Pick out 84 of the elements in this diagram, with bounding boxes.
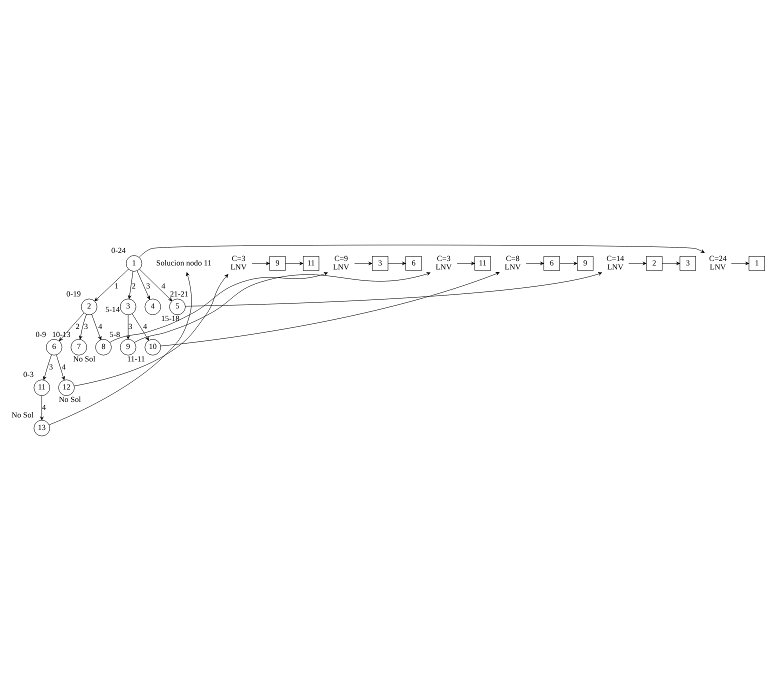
node-text: C=8 LNV bbox=[504, 253, 521, 272]
node-box: 9 bbox=[577, 256, 594, 270]
node-label: No Sol bbox=[73, 354, 96, 363]
arrow bbox=[78, 314, 87, 340]
node-label: 15-18 bbox=[161, 314, 180, 323]
node-circle: 5 bbox=[169, 298, 186, 314]
arrow bbox=[58, 312, 84, 341]
arrow bbox=[48, 272, 192, 425]
arrow bbox=[136, 270, 150, 300]
edge-label: 4 bbox=[62, 362, 66, 371]
node-circle: 2 bbox=[81, 298, 98, 314]
node-text: C=9 LNV bbox=[333, 253, 350, 272]
node-text: Solucion nodo 11 bbox=[156, 258, 212, 267]
arrow bbox=[110, 272, 328, 342]
arrow bbox=[94, 268, 129, 301]
arrow bbox=[91, 314, 102, 340]
arrow bbox=[138, 244, 705, 258]
node-label: 11-11 bbox=[127, 354, 145, 363]
arrow bbox=[132, 312, 149, 340]
edge-label: 3 bbox=[48, 362, 53, 371]
arrow bbox=[42, 354, 52, 380]
node-label: 5-8 bbox=[110, 329, 120, 338]
edge-label: 4 bbox=[143, 321, 148, 330]
node-box: 2 bbox=[646, 256, 662, 270]
arrow bbox=[662, 261, 680, 265]
edge-label: 2 bbox=[132, 280, 136, 290]
node-box: 1 bbox=[748, 256, 765, 270]
node-label: 0-24 bbox=[111, 245, 126, 254]
node-text: C=24 LNV bbox=[709, 253, 727, 272]
node-circle: 1 bbox=[126, 254, 142, 272]
arrow bbox=[139, 268, 172, 301]
node-label: 0-3 bbox=[23, 370, 34, 379]
arrow bbox=[628, 261, 647, 265]
node-circle: 10 bbox=[144, 338, 161, 355]
node-box: 6 bbox=[406, 256, 422, 270]
edge-label: 1 bbox=[114, 280, 118, 290]
arrow bbox=[160, 272, 500, 346]
node-circle: 7 bbox=[70, 338, 87, 355]
node-circle: 9 bbox=[120, 338, 136, 355]
node-label: 21-21 bbox=[170, 288, 188, 298]
edge-label: 4 bbox=[161, 280, 166, 290]
node-text: C=14 LNV bbox=[606, 253, 624, 272]
node-circle: 13 bbox=[34, 420, 50, 436]
edge-label: 3 bbox=[128, 321, 132, 330]
edge-label: 3 bbox=[84, 321, 88, 330]
node-label: 0-19 bbox=[66, 288, 81, 298]
node-text: C=3 LNV bbox=[436, 253, 452, 272]
node-label: 5-14 bbox=[105, 304, 120, 314]
node-text: C=3 LNV bbox=[230, 253, 247, 272]
arrow bbox=[731, 261, 750, 265]
arrow bbox=[354, 261, 372, 265]
arrow bbox=[456, 261, 475, 265]
arrow bbox=[388, 261, 406, 265]
node-label: 0-9 bbox=[36, 329, 46, 338]
node-label: No Sol bbox=[12, 410, 34, 420]
node-label: No Sol bbox=[58, 394, 81, 404]
node-box: 3 bbox=[680, 256, 696, 270]
arrow bbox=[526, 261, 544, 265]
edge-label: 4 bbox=[98, 321, 102, 330]
node-label: 10-13 bbox=[52, 329, 70, 338]
arrow bbox=[126, 314, 130, 339]
node-box: 6 bbox=[544, 256, 560, 270]
arrow bbox=[128, 270, 134, 299]
arrow bbox=[559, 261, 578, 265]
arrow bbox=[56, 354, 65, 380]
arrow bbox=[74, 274, 228, 386]
edge-label: 4 bbox=[42, 402, 46, 412]
node-circle: 12 bbox=[58, 379, 75, 396]
node-circle: 11 bbox=[34, 379, 50, 396]
arrow bbox=[40, 394, 44, 420]
edge-label: 2 bbox=[76, 321, 80, 330]
node-box: 11 bbox=[474, 256, 491, 270]
node-box: 9 bbox=[269, 256, 286, 270]
node-circle: 3 bbox=[120, 298, 136, 314]
arrow bbox=[134, 272, 430, 342]
edge-label: 3 bbox=[146, 280, 150, 290]
node-circle: 6 bbox=[46, 338, 62, 355]
node-box: 3 bbox=[372, 256, 388, 270]
node-box: 11 bbox=[302, 256, 320, 270]
node-circle: 4 bbox=[144, 298, 161, 314]
arrow bbox=[285, 261, 304, 265]
arrow bbox=[252, 261, 270, 265]
arrow bbox=[185, 272, 602, 306]
node-circle: 8 bbox=[95, 338, 112, 355]
